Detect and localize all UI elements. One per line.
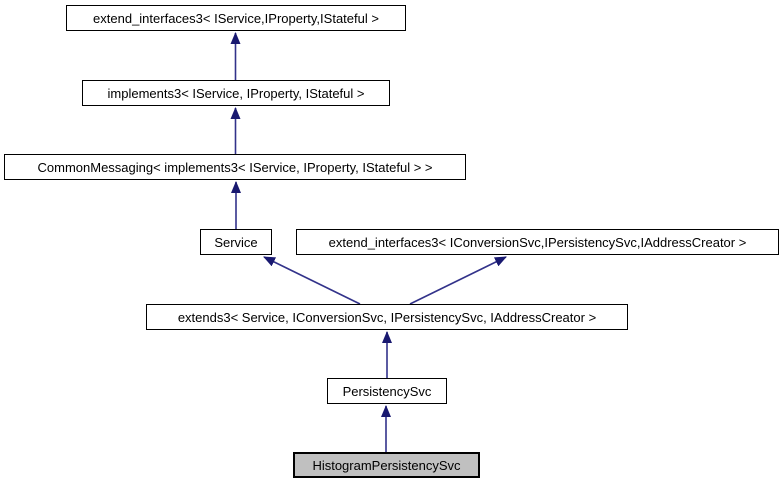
inheritance-arrow	[409, 256, 507, 305]
class-node-extend-interfaces3-iservice[interactable]: extend_interfaces3< IService,IProperty,I…	[66, 5, 406, 31]
class-node-extend-interfaces3-iconversionsvc[interactable]: extend_interfaces3< IConversionSvc,IPers…	[296, 229, 779, 255]
class-node-persistencysvc[interactable]: PersistencySvc	[327, 378, 447, 404]
class-node-histogram-persistencysvc-current: HistogramPersistencySvc	[293, 452, 480, 478]
class-node-extends3[interactable]: extends3< Service, IConversionSvc, IPers…	[146, 304, 628, 330]
class-node-implements3[interactable]: implements3< IService, IProperty, IState…	[82, 80, 390, 106]
class-node-service[interactable]: Service	[200, 229, 272, 255]
class-node-common-messaging[interactable]: CommonMessaging< implements3< IService, …	[4, 154, 466, 180]
inheritance-arrow	[263, 256, 361, 305]
